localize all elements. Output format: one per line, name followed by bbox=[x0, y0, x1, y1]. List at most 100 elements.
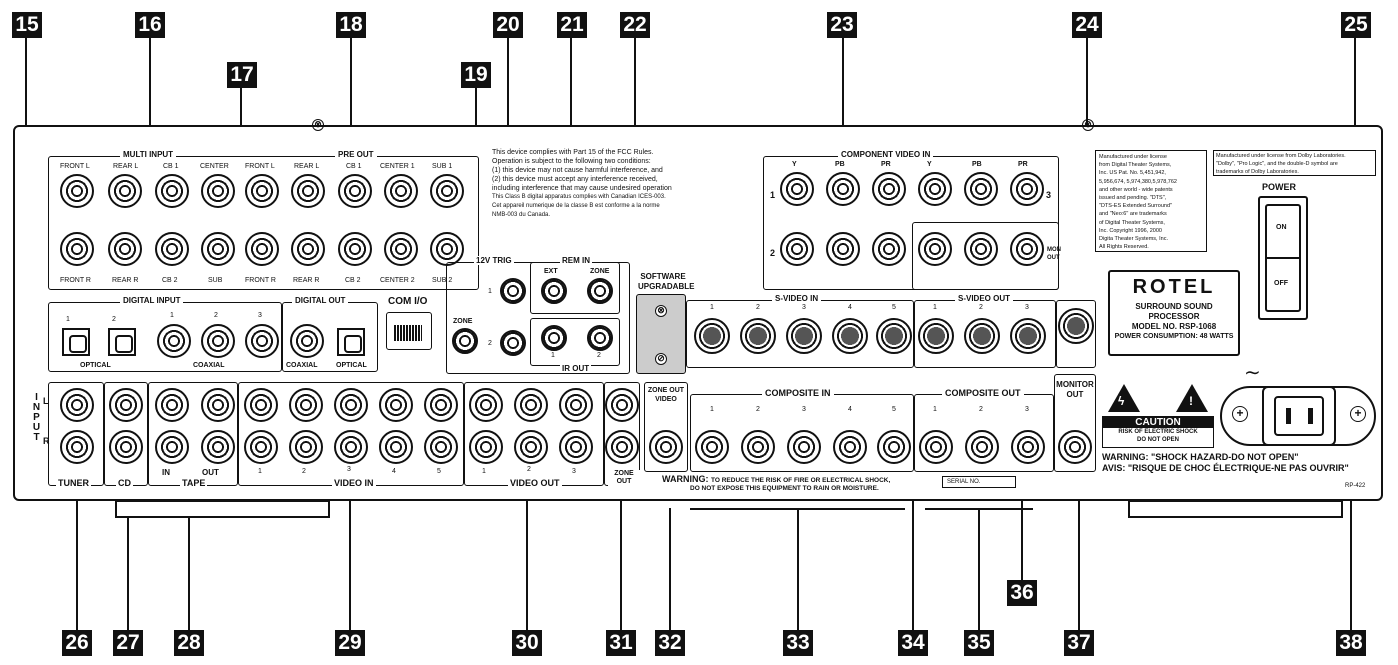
svideo-out-1[interactable] bbox=[918, 318, 954, 354]
svideo-in-5[interactable] bbox=[876, 318, 912, 354]
tape-out-r-jack[interactable] bbox=[201, 430, 235, 464]
component-1-pb[interactable] bbox=[826, 172, 860, 206]
coaxial-out[interactable] bbox=[290, 324, 324, 358]
component-2-pb[interactable] bbox=[826, 232, 860, 266]
video-in-1-l[interactable] bbox=[244, 388, 278, 422]
tape-in-r-jack[interactable] bbox=[155, 430, 189, 464]
power-switch-frame bbox=[1258, 196, 1308, 320]
jack-multi-cb2[interactable] bbox=[155, 232, 189, 266]
composite-in-5[interactable] bbox=[877, 430, 911, 464]
video-in-2-r[interactable] bbox=[289, 430, 323, 464]
component-3-pr[interactable] bbox=[1010, 172, 1044, 206]
ir-out-2-jack[interactable] bbox=[587, 325, 613, 351]
video-in-5-r[interactable] bbox=[424, 430, 458, 464]
jack-multi-front-r[interactable] bbox=[60, 232, 94, 266]
jack-pre-rear-r[interactable] bbox=[291, 232, 325, 266]
video-in-1-r[interactable] bbox=[244, 430, 278, 464]
jack-pre-front-l[interactable] bbox=[245, 174, 279, 208]
jack-multi-front-l[interactable] bbox=[60, 174, 94, 208]
video-in-3-l[interactable] bbox=[334, 388, 368, 422]
composite-out-2[interactable] bbox=[965, 430, 999, 464]
warning-shock: WARNING: "SHOCK HAZARD-DO NOT OPEN" bbox=[1102, 452, 1299, 462]
video-out-label: VIDEO OUT bbox=[508, 478, 562, 488]
optical-in-1[interactable] bbox=[62, 328, 90, 356]
component-mon-y[interactable] bbox=[918, 232, 952, 266]
jack-pre-cb2[interactable] bbox=[338, 232, 372, 266]
jack-pre-front-r[interactable] bbox=[245, 232, 279, 266]
coaxial-in-1[interactable] bbox=[157, 324, 191, 358]
component-3-y[interactable] bbox=[918, 172, 952, 206]
ac-inlet[interactable] bbox=[1262, 386, 1336, 446]
com-io-port[interactable] bbox=[386, 312, 432, 350]
component-1-y[interactable] bbox=[780, 172, 814, 206]
svideo-monitor-out[interactable] bbox=[1058, 308, 1094, 344]
svideo-in-1[interactable] bbox=[694, 318, 730, 354]
jack-pre-sub1[interactable] bbox=[430, 174, 464, 208]
label-2: 2 bbox=[112, 316, 116, 323]
optical-out[interactable] bbox=[337, 328, 365, 356]
trig-1-jack[interactable] bbox=[500, 278, 526, 304]
jack-multi-center[interactable] bbox=[201, 174, 235, 208]
jack-multi-rear-l[interactable] bbox=[108, 174, 142, 208]
jack-pre-sub2[interactable] bbox=[430, 232, 464, 266]
video-out-1-r[interactable] bbox=[469, 430, 503, 464]
zone-out-video-jack[interactable] bbox=[649, 430, 683, 464]
cd-l-jack[interactable] bbox=[109, 388, 143, 422]
tuner-l-jack[interactable] bbox=[60, 388, 94, 422]
video-out-1-l[interactable] bbox=[469, 388, 503, 422]
svideo-in-3[interactable] bbox=[786, 318, 822, 354]
svideo-in-2[interactable] bbox=[740, 318, 776, 354]
video-out-3-l[interactable] bbox=[559, 388, 593, 422]
zone-out-r[interactable] bbox=[605, 430, 639, 464]
composite-in-2[interactable] bbox=[741, 430, 775, 464]
composite-monitor-out[interactable] bbox=[1058, 430, 1092, 464]
video-out-3-r[interactable] bbox=[559, 430, 593, 464]
fcc-line: including interference that may cause un… bbox=[492, 185, 672, 192]
svideo-in-4[interactable] bbox=[832, 318, 868, 354]
composite-in-3[interactable] bbox=[787, 430, 821, 464]
jack-multi-sub[interactable] bbox=[201, 232, 235, 266]
optical-in-2[interactable] bbox=[108, 328, 136, 356]
rem-in-ext-jack[interactable] bbox=[541, 278, 567, 304]
component-3-pb[interactable] bbox=[964, 172, 998, 206]
tuner-r-jack[interactable] bbox=[60, 430, 94, 464]
component-2-pr[interactable] bbox=[872, 232, 906, 266]
video-out-2-r[interactable] bbox=[514, 430, 548, 464]
jack-pre-center2[interactable] bbox=[384, 232, 418, 266]
jack-pre-cb1[interactable] bbox=[338, 174, 372, 208]
video-in-5-l[interactable] bbox=[424, 388, 458, 422]
component-mon-pr[interactable] bbox=[1010, 232, 1044, 266]
composite-in-1[interactable] bbox=[695, 430, 729, 464]
video-out-2-l[interactable] bbox=[514, 388, 548, 422]
coaxial-in-3[interactable] bbox=[245, 324, 279, 358]
composite-in-4[interactable] bbox=[833, 430, 867, 464]
callout-36: 36 bbox=[1007, 580, 1037, 606]
cd-r-jack[interactable] bbox=[109, 430, 143, 464]
label-2: 2 bbox=[979, 406, 983, 413]
component-mon-pb[interactable] bbox=[964, 232, 998, 266]
component-2-y[interactable] bbox=[780, 232, 814, 266]
tape-in-l-jack[interactable] bbox=[155, 388, 189, 422]
trig-2-jack[interactable] bbox=[500, 330, 526, 356]
svideo-out-2[interactable] bbox=[964, 318, 1000, 354]
zone-out-l[interactable] bbox=[605, 388, 639, 422]
coaxial-in-2[interactable] bbox=[201, 324, 235, 358]
jack-pre-rear-l[interactable] bbox=[291, 174, 325, 208]
composite-out-3[interactable] bbox=[1011, 430, 1045, 464]
video-in-3-r[interactable] bbox=[334, 430, 368, 464]
rem-in-zone-jack[interactable] bbox=[587, 278, 613, 304]
ir-out-1-jack[interactable] bbox=[541, 325, 567, 351]
tape-out-l-jack[interactable] bbox=[201, 388, 235, 422]
label-5: 5 bbox=[892, 406, 896, 413]
jack-multi-cb1[interactable] bbox=[155, 174, 189, 208]
zone-jack[interactable] bbox=[452, 328, 478, 354]
video-in-2-l[interactable] bbox=[289, 388, 323, 422]
svideo-out-3[interactable] bbox=[1010, 318, 1046, 354]
video-in-4-r[interactable] bbox=[379, 430, 413, 464]
composite-out-1[interactable] bbox=[919, 430, 953, 464]
warning-label: WARNING: TO REDUCE THE RISK OF FIRE OR E… bbox=[662, 474, 890, 484]
video-in-4-l[interactable] bbox=[379, 388, 413, 422]
component-1-pr[interactable] bbox=[872, 172, 906, 206]
jack-pre-center1[interactable] bbox=[384, 174, 418, 208]
jack-multi-rear-r[interactable] bbox=[108, 232, 142, 266]
